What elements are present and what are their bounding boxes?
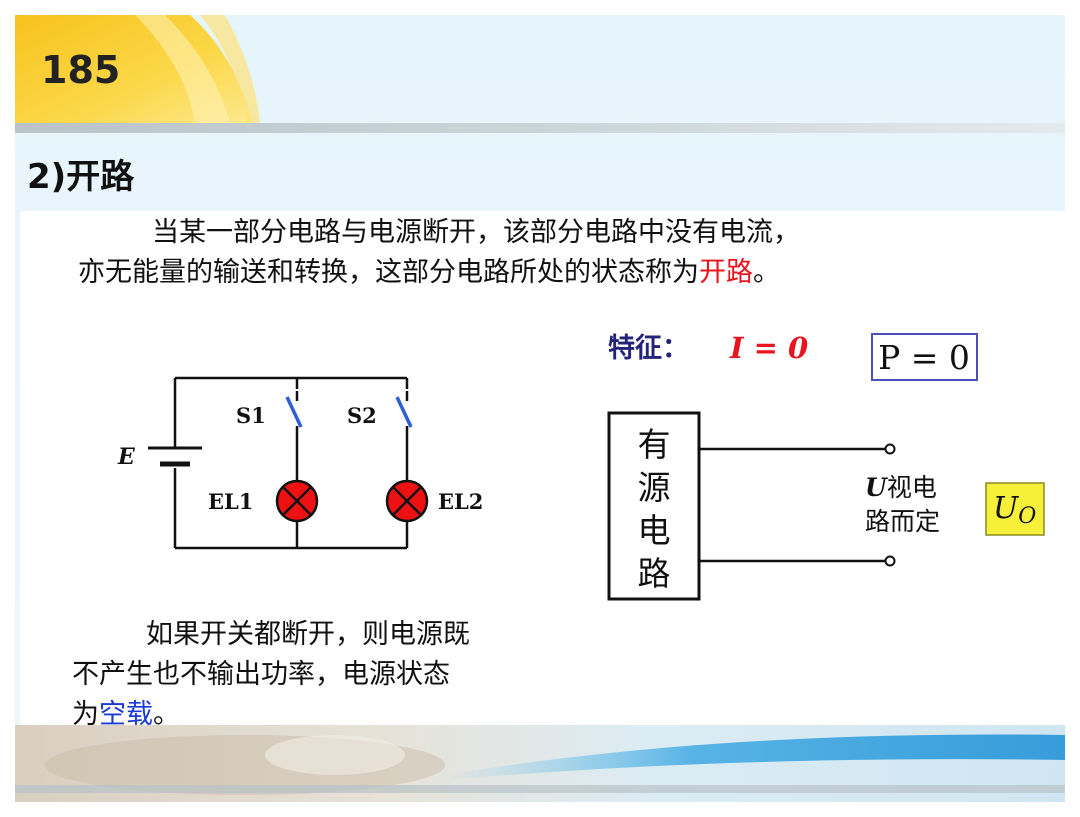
header-yellow-decoration [15, 15, 260, 123]
section-title: 2)开路 [27, 157, 135, 197]
power-equation: P = 0 [878, 338, 970, 377]
lamp-el1-icon [275, 479, 319, 523]
source-char-2: 源 [638, 468, 671, 507]
no-load-line-1: 如果开关都断开，则电源既 [72, 615, 592, 655]
intro-text-1: 当某一部分电路与电源断开，该部分电路中没有电流， [152, 217, 800, 248]
voltage-note-line-1: U视电 [865, 473, 937, 502]
slide-number: 185 [41, 48, 121, 92]
switch-s1-icon [285, 396, 303, 428]
intro-line-1: 当某一部分电路与电源断开，该部分电路中没有电流， [78, 213, 1018, 253]
uo-main: U [993, 491, 1020, 526]
uo-symbol: UO [993, 491, 1036, 529]
intro-line-2: 亦无能量的输送和转换，这部分电路所处的状态称为开路。 [78, 253, 1018, 293]
uo-box [985, 482, 1045, 536]
battery-icon [148, 446, 202, 467]
slide: 185 2)开路 当某一部分电路与电源断开，该部分电路中没有电流， 亦无能量的输… [15, 15, 1065, 802]
circuit-wires [173, 376, 409, 550]
intro-text-2-end: 。 [753, 257, 780, 288]
power-box [871, 333, 978, 381]
intro-paragraph: 当某一部分电路与电源断开，该部分电路中没有电流， 亦无能量的输送和转换，这部分电… [78, 213, 1018, 293]
no-load-term: 空载 [99, 699, 153, 730]
terminal-bottom-icon [884, 555, 896, 567]
current-equation: I = 0 [729, 331, 808, 365]
intro-text-2: 亦无能量的输送和转换，这部分电路所处的状态称为 [78, 257, 699, 288]
active-source-box [607, 411, 701, 601]
no-load-text-3: 为 [72, 699, 99, 730]
source-char-3: 电 [638, 511, 671, 550]
switch-s2-label: S2 [347, 403, 377, 428]
no-load-text-3-end: 。 [153, 699, 180, 730]
voltage-note-rest: 视电 [887, 473, 937, 502]
lamp-el2-label: EL2 [438, 489, 483, 514]
voltage-symbol: U [865, 473, 889, 502]
header-band [15, 123, 1065, 133]
content-panel: 当某一部分电路与电源断开，该部分电路中没有电流， 亦无能量的输送和转换，这部分电… [20, 211, 1065, 730]
feature-label: 特征： [608, 333, 689, 364]
source-label: E [117, 444, 136, 470]
uo-subscript: O [1018, 504, 1036, 529]
no-load-paragraph: 如果开关都断开，则电源既 不产生也不输出功率，电源状态 为空载。 [72, 615, 592, 735]
terminal-top-icon [884, 443, 896, 455]
source-char-4: 路 [638, 554, 671, 593]
lamp-el1-label: EL1 [208, 489, 253, 514]
voltage-note-line-2: 路而定 [865, 507, 940, 536]
open-circuit-term: 开路 [699, 257, 753, 288]
no-load-text-1: 如果开关都断开，则电源既 [146, 619, 470, 650]
source-char-1: 有 [638, 425, 671, 464]
switch-s2-icon [395, 396, 413, 428]
footer-decoration [15, 725, 1065, 802]
circuit-diagram: E S1 S2 EL1 EL2 特征： I = 0 [117, 331, 1045, 601]
switch-s1-label: S1 [236, 403, 266, 428]
no-load-line-2: 不产生也不输出功率，电源状态 [72, 659, 450, 690]
no-load-line-3: 为空载。 [72, 695, 592, 735]
lamp-el2-icon [385, 479, 429, 523]
